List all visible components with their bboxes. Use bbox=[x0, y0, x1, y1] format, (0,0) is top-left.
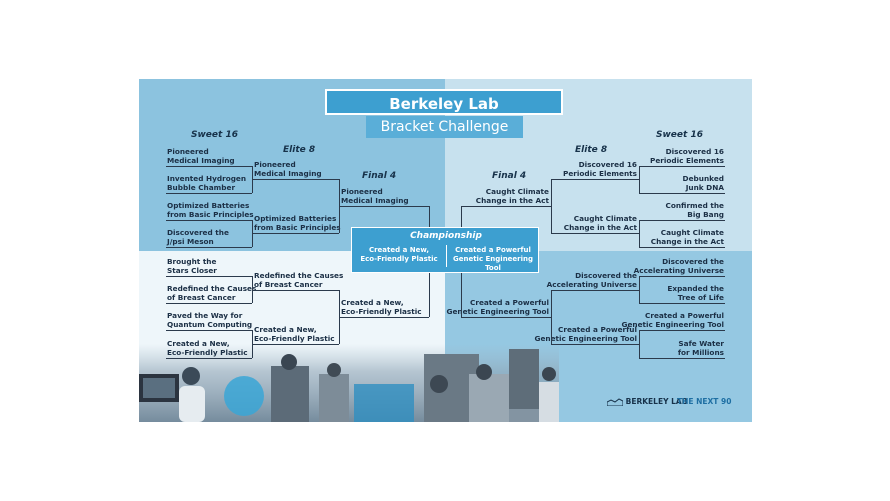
bracket-vline-right-s16-1 bbox=[639, 220, 640, 247]
round-label-final4-left: Final 4 bbox=[362, 171, 397, 181]
lab-building-icon bbox=[606, 398, 624, 407]
championship-divider bbox=[446, 245, 447, 267]
bracket-line-right-f4-1 bbox=[461, 317, 551, 318]
bracket-line-left-s16-0 bbox=[166, 166, 252, 167]
bracket-line-left-e8-3 bbox=[252, 344, 339, 345]
bracket-line-right-s16-7 bbox=[639, 358, 725, 359]
bracket-left-f4-1: Created a New,Eco-Friendly Plastic bbox=[341, 298, 422, 316]
scientist-photo-montage bbox=[139, 344, 559, 422]
round-label-sweet16-left: Sweet 16 bbox=[191, 130, 238, 140]
page-subtitle: Bracket Challenge bbox=[366, 116, 523, 138]
round-label-final4-right: Final 4 bbox=[492, 171, 527, 181]
bracket-line-left-s16-1 bbox=[166, 193, 252, 194]
bracket-line-right-s16-1 bbox=[639, 193, 725, 194]
bracket-line-left-e8-2 bbox=[252, 290, 339, 291]
round-label-elite8-left: Elite 8 bbox=[283, 145, 316, 155]
berkeley-lab-logo: BERKELEY LAB bbox=[606, 397, 688, 407]
bracket-line-left-s16-5 bbox=[166, 303, 252, 304]
bracket-line-right-s16-0 bbox=[639, 166, 725, 167]
bracket-left-s16-7: Created a New,Eco-Friendly Plastic bbox=[167, 339, 248, 357]
bracket-line-left-s16-6 bbox=[166, 330, 252, 331]
bracket-line-left-s16-4 bbox=[166, 276, 252, 277]
round-label-elite8-right: Elite 8 bbox=[575, 145, 608, 155]
bracket-line-right-s16-4 bbox=[639, 276, 725, 277]
bracket-vline-left-s16-2 bbox=[252, 276, 253, 303]
championship-left-entry: Created a New,Eco-Friendly Plastic bbox=[360, 246, 438, 263]
page-title: Berkeley Lab Breakthroughs bbox=[325, 89, 563, 139]
bracket-line-right-e8-0 bbox=[551, 179, 639, 180]
bracket-line-left-s16-7 bbox=[166, 358, 252, 359]
bracket-line-right-s16-2 bbox=[639, 220, 725, 221]
bracket-poster: Berkeley Lab Breakthroughs Bracket Chall… bbox=[139, 79, 752, 422]
championship-title: Championship bbox=[410, 231, 482, 241]
bracket-left-e8-3: Created a New,Eco-Friendly Plastic bbox=[254, 325, 335, 343]
round-label-sweet16-right: Sweet 16 bbox=[656, 130, 703, 140]
bracket-vline-right-s16-0 bbox=[639, 166, 640, 193]
bracket-line-right-s16-3 bbox=[639, 247, 725, 248]
bracket-line-right-s16-5 bbox=[639, 303, 725, 304]
bracket-line-left-s16-3 bbox=[166, 247, 252, 248]
bracket-line-left-f4-0 bbox=[339, 206, 429, 207]
bracket-line-right-e8-2 bbox=[551, 290, 639, 291]
bracket-vline-right-e8-1 bbox=[551, 290, 552, 344]
bracket-line-right-f4-0 bbox=[461, 206, 551, 207]
bracket-line-right-s16-6 bbox=[639, 330, 725, 331]
footer-tagline: THE NEXT 90 bbox=[677, 397, 732, 406]
bracket-vline-right-e8-0 bbox=[551, 179, 552, 233]
bracket-line-left-e8-0 bbox=[252, 179, 339, 180]
championship-box: Championship Created a New,Eco-Friendly … bbox=[351, 227, 539, 273]
bracket-line-left-s16-2 bbox=[166, 220, 252, 221]
bracket-line-right-e8-3 bbox=[551, 344, 639, 345]
bracket-vline-right-s16-2 bbox=[639, 276, 640, 303]
bracket-line-right-e8-1 bbox=[551, 233, 639, 234]
bracket-line-left-e8-1 bbox=[252, 233, 339, 234]
bracket-vline-right-s16-3 bbox=[639, 330, 640, 358]
logo-text: BERKELEY LAB bbox=[625, 397, 688, 406]
bracket-line-left-f4-1 bbox=[339, 317, 429, 318]
